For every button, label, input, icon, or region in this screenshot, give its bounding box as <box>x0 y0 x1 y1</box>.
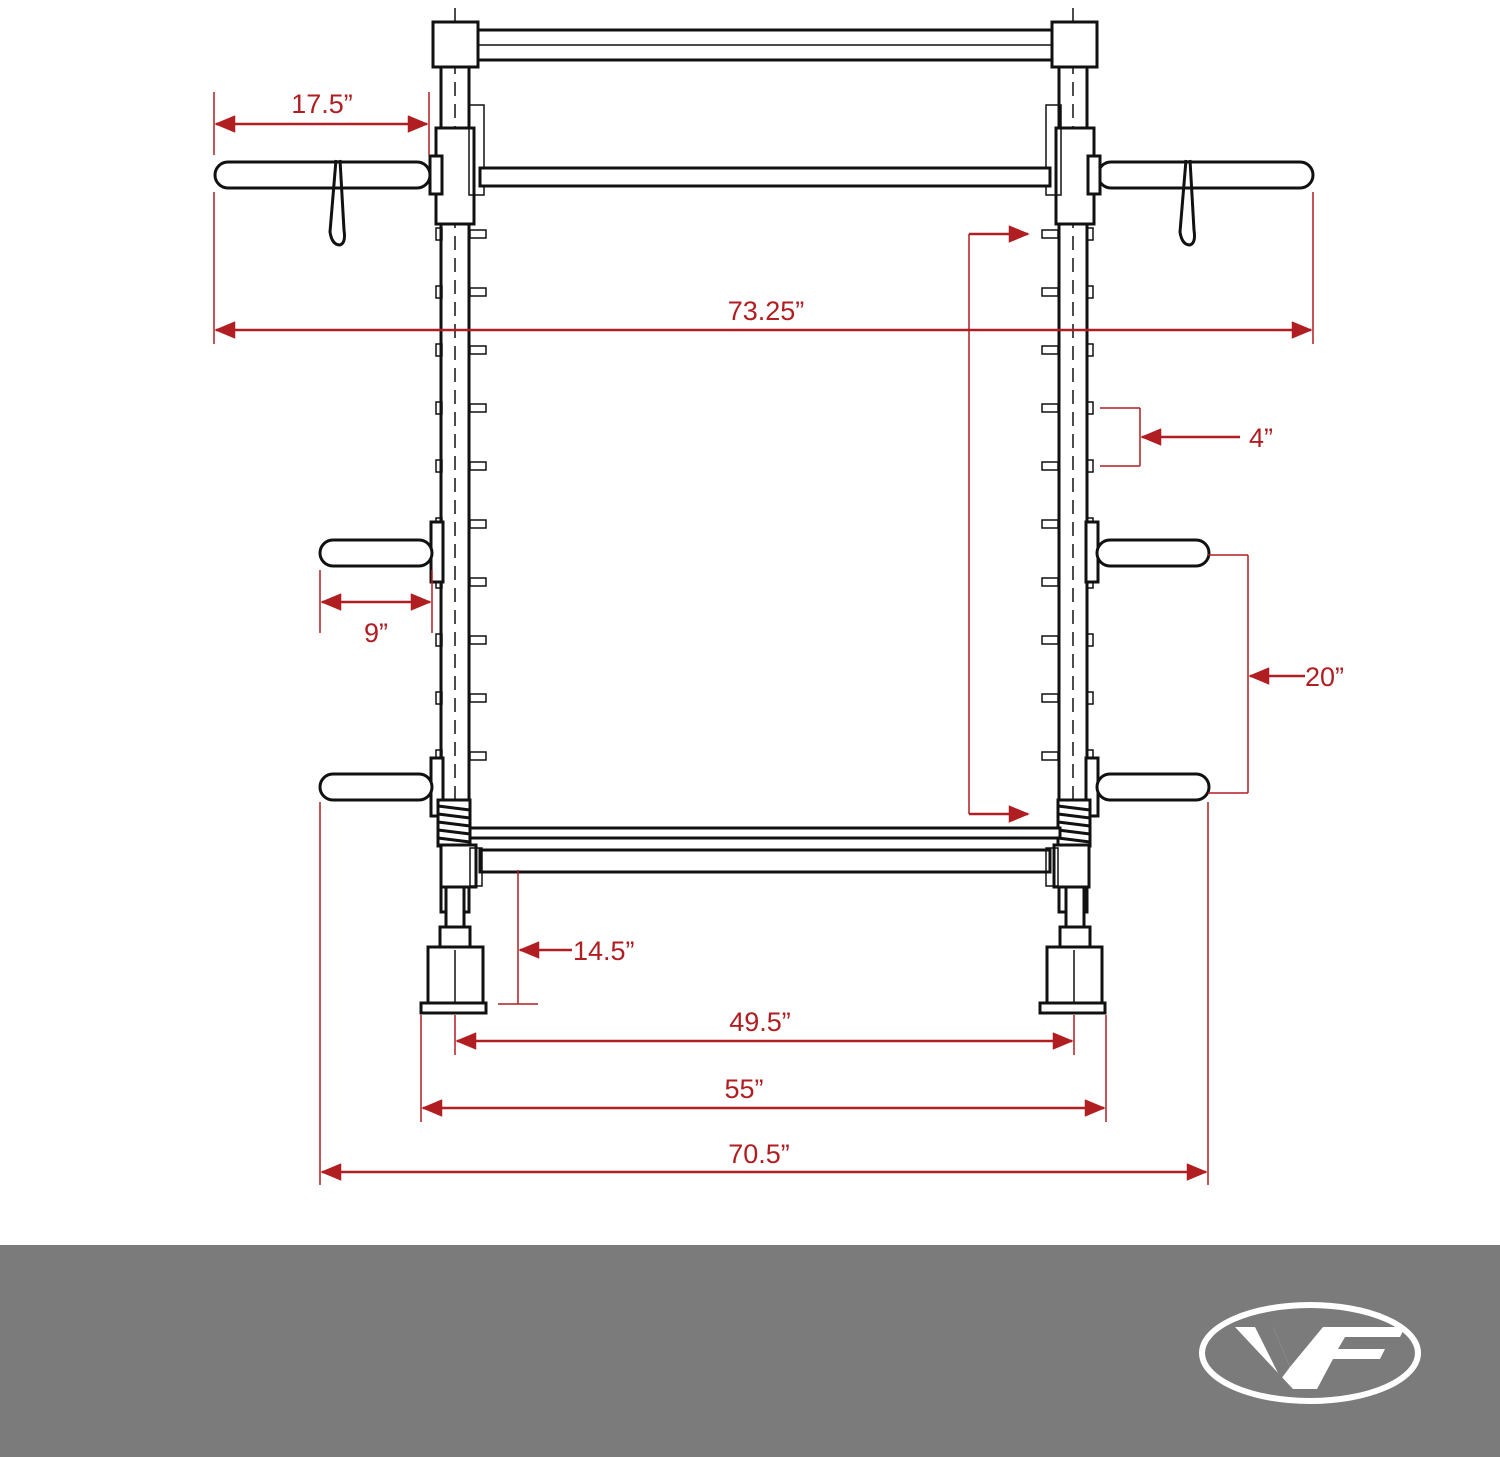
dimension-label-70-5: 70.5” <box>728 1139 790 1169</box>
dimension-label-73-25: 73.25” <box>728 296 805 326</box>
dimension-70-5: 70.5” <box>319 802 1209 1185</box>
dimension-4: 4” <box>1100 407 1273 467</box>
dimension-49-5: 49.5” <box>454 1007 1075 1055</box>
dimension-label-49-5: 49.5” <box>729 1007 791 1037</box>
dimension-vertical-travel <box>968 225 1030 823</box>
dimension-55: 55” <box>420 1015 1107 1122</box>
dimension-label-55: 55” <box>724 1074 763 1104</box>
footer-bar <box>0 1245 1500 1457</box>
machine-frame <box>213 8 1315 1015</box>
dimension-9: 9” <box>319 570 433 648</box>
dimension-label-4: 4” <box>1249 423 1273 453</box>
vf-logo <box>1199 1302 1421 1404</box>
dimension-17-5: 17.5” <box>213 89 430 155</box>
dimension-label-9: 9” <box>364 618 388 648</box>
plate-horns <box>318 520 1211 818</box>
dimension-73-25: 73.25” <box>213 192 1314 344</box>
dimension-14-5: 14.5” <box>498 870 635 1005</box>
dimension-label-20: 20” <box>1305 662 1344 692</box>
dimension-label-17-5: 17.5” <box>291 89 353 119</box>
dimension-20: 20” <box>1208 554 1344 794</box>
smith-machine-dimension-drawing: 17.5” 73.25” 4” 9” 20” 14.5” <box>213 8 1344 1185</box>
dimension-label-14-5: 14.5” <box>573 936 635 966</box>
